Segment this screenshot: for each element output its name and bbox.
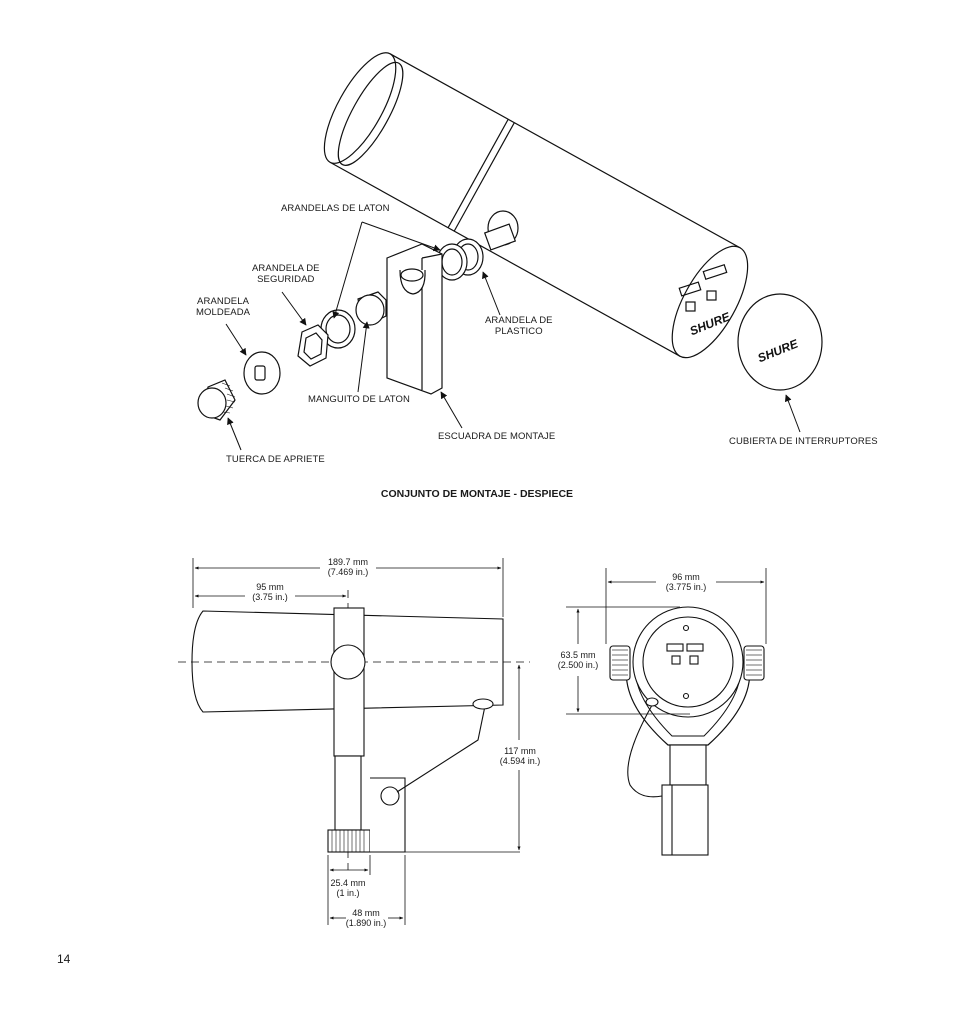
label-manguito-laton: MANGUITO DE LATON xyxy=(308,394,410,405)
microphone-body xyxy=(323,52,749,359)
mounting-bracket xyxy=(386,243,443,395)
side-view-drawing xyxy=(178,590,530,870)
side-dimension-lines xyxy=(192,558,521,925)
label-tuerca-apriete: TUERCA DE APRIETE xyxy=(226,454,325,465)
label-escuadra-montaje: ESCUADRA DE MONTAJE xyxy=(438,431,556,442)
dim-nut-mm: 25.4 mm xyxy=(330,878,366,888)
threaded-stud xyxy=(483,223,517,251)
lock-washer xyxy=(297,324,329,367)
label-arandela-plastico-line1: ARANDELA DE xyxy=(485,315,553,326)
label-arandela-moldeada-line1: ARANDELA xyxy=(197,296,250,307)
dim-base-in: (1.890 in.) xyxy=(345,918,387,928)
dim-height: 117 mm (4.594 in.) xyxy=(492,746,548,766)
label-arandela-moldeada-line2: MOLDEADA xyxy=(196,307,251,318)
clamping-nut xyxy=(197,379,236,421)
dim-nut: 25.4 mm (1 in.) xyxy=(320,878,376,898)
label-arandela-moldeada: ARANDELA MOLDEADA xyxy=(196,296,250,318)
page-number: 14 xyxy=(57,952,71,966)
label-cubierta-interruptores: CUBIERTA DE INTERRUPTORES xyxy=(729,436,878,447)
molded-washer xyxy=(243,351,281,395)
dim-face: 63.5 mm (2.500 in.) xyxy=(552,650,604,670)
dim-height-mm: 117 mm xyxy=(504,746,536,756)
label-arandelas-laton: ARANDELAS DE LATON xyxy=(281,203,390,214)
dim-length-in: (7.469 in.) xyxy=(327,567,369,577)
brass-sleeve xyxy=(355,291,387,326)
dim-nut-in: (1 in.) xyxy=(336,888,360,898)
dim-half: 95 mm (3.75 in.) xyxy=(240,582,300,602)
switch-panel xyxy=(678,264,728,312)
switch-cover xyxy=(737,293,823,391)
label-arandela-plastico: ARANDELA DE PLASTICO xyxy=(485,315,553,337)
dim-face-mm: 63.5 mm xyxy=(560,650,596,660)
dim-half-mm: 95 mm xyxy=(256,582,284,592)
dim-width-mm: 96 mm xyxy=(672,572,700,582)
dim-face-in: (2.500 in.) xyxy=(557,660,599,670)
label-arandela-plastico-line2: PLASTICO xyxy=(494,326,543,337)
dim-half-in: (3.75 in.) xyxy=(252,592,288,602)
label-arandela-seguridad-line1: ARANDELA DE xyxy=(252,263,320,274)
dim-length: 189.7 mm (7.469 in.) xyxy=(318,557,378,577)
dim-base-mm: 48 mm xyxy=(352,908,380,918)
front-view-drawing xyxy=(609,606,765,856)
label-arandela-seguridad: ARANDELA DE SEGURIDAD xyxy=(252,263,320,285)
dim-length-mm: 189.7 mm xyxy=(327,557,369,567)
figure-caption: CONJUNTO DE MONTAJE - DESPIECE xyxy=(380,488,574,500)
leader-arrows xyxy=(225,221,801,451)
dim-height-in: (4.594 in.) xyxy=(499,756,541,766)
dim-base: 48 mm (1.890 in.) xyxy=(338,908,394,928)
front-dimension-lines xyxy=(566,568,767,715)
dim-width: 96 mm (3.775 in.) xyxy=(656,572,716,592)
dim-width-in: (3.775 in.) xyxy=(665,582,707,592)
label-arandela-seguridad-line2: SEGURIDAD xyxy=(257,274,315,285)
